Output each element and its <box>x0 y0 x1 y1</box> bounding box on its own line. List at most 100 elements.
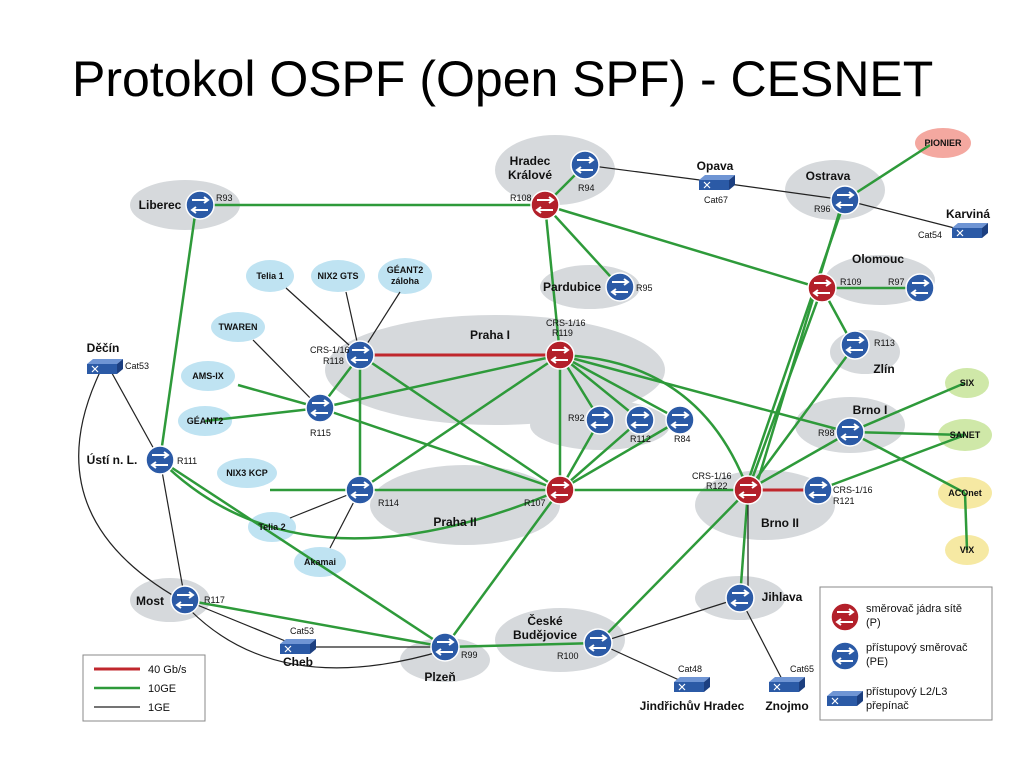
slide-title: Protokol OSPF (Open SPF) - CESNET <box>72 51 934 107</box>
router-pe <box>570 150 600 180</box>
label-brno2: Brno II <box>761 516 799 530</box>
label-six: SIX <box>960 378 975 388</box>
label-nix3kcp: NIX3 KCP <box>226 468 268 478</box>
label-telia1: Telia 1 <box>256 271 283 281</box>
router-pe <box>583 628 613 658</box>
label-praha1: Praha I <box>470 328 510 342</box>
router-pe <box>830 185 860 215</box>
label-r122: R122 <box>706 481 728 491</box>
label-crs-r119: CRS-1/16 <box>546 318 586 328</box>
label-r108: R108 <box>510 193 532 203</box>
label-pardubice: Pardubice <box>543 280 601 294</box>
router-pe <box>665 405 695 435</box>
label-nix2gts: NIX2 GTS <box>317 271 358 281</box>
label-jindrichuv: Jindřichův Hradec <box>640 699 745 713</box>
switch-icon <box>673 676 711 693</box>
switch-icon <box>768 676 806 693</box>
switch-icon <box>86 358 124 375</box>
legend-switch-icon <box>826 690 864 707</box>
legend-10ge: 10GE <box>148 683 176 695</box>
label-r107: R107 <box>524 498 546 508</box>
device-labels: R93 R94 R108 Cat67 R96 Cat54 R109 R97 R9… <box>125 183 942 674</box>
switch-icon <box>951 222 989 239</box>
label-most: Most <box>136 594 164 608</box>
label-olomouc: Olomouc <box>852 252 904 266</box>
label-aconet: ACOnet <box>948 488 982 498</box>
label-cat53-decin: Cat53 <box>125 361 149 371</box>
site-clouds <box>130 135 935 682</box>
label-cat48: Cat48 <box>678 664 702 674</box>
label-sanet: SANET <box>950 430 981 440</box>
label-plzen: Plzeň <box>424 670 455 684</box>
legend-sw-line1: přístupový L2/L3 <box>866 686 947 698</box>
router-pe <box>305 393 335 423</box>
router-pe <box>725 583 755 613</box>
label-vix: VIX <box>960 545 975 555</box>
router-p <box>733 475 763 505</box>
link-legend: 40 Gb/s 10GE 1GE <box>82 654 206 722</box>
label-hradec: Hradec <box>510 154 551 168</box>
label-opava: Opava <box>697 159 734 173</box>
label-crs-r122: CRS-1/16 <box>692 471 732 481</box>
label-crs-r121: CRS-1/16 <box>833 485 873 495</box>
label-brno1: Brno I <box>853 403 888 417</box>
label-r92: R92 <box>568 413 585 423</box>
label-decin: Děčín <box>87 341 120 355</box>
label-ceske: České <box>527 613 563 628</box>
peer-labels: PIONIER Telia 1 NIX2 GTS GÉANT2 záloha T… <box>187 138 982 567</box>
label-cat65: Cat65 <box>790 664 814 674</box>
label-ostrava: Ostrava <box>806 169 851 183</box>
label-kralove: Králové <box>508 168 552 182</box>
label-r97: R97 <box>888 277 905 287</box>
label-amsix: AMS-IX <box>192 371 224 381</box>
router-pe <box>145 445 175 475</box>
label-r95: R95 <box>636 283 653 293</box>
label-r113: R113 <box>874 338 895 348</box>
switch-icon <box>279 638 317 655</box>
label-r119: R119 <box>552 328 573 338</box>
label-r114: R114 <box>378 498 399 508</box>
router-pe <box>803 475 833 505</box>
label-jihlava: Jihlava <box>762 590 803 604</box>
label-geant2-zaloha: GÉANT2 <box>387 265 424 275</box>
label-znojmo: Znojmo <box>765 699 808 713</box>
legend-40g: 40 Gb/s <box>148 664 187 676</box>
legend-p-line1: směrovač jádra sítě <box>866 603 962 615</box>
label-r96: R96 <box>814 204 831 214</box>
router-p <box>545 475 575 505</box>
links-1ge <box>78 164 971 686</box>
legend-router-pe-icon <box>830 641 860 671</box>
legend-sw-line2: přepínač <box>866 700 909 712</box>
router-p <box>545 340 575 370</box>
router-p <box>530 190 560 220</box>
label-karvina: Karviná <box>946 207 990 221</box>
label-r99: R99 <box>461 650 478 660</box>
label-akamai: Akamai <box>304 557 336 567</box>
router-pe <box>345 475 375 505</box>
router-pe <box>840 330 870 360</box>
label-telia2: Telia 2 <box>258 522 285 532</box>
device-legend: směrovač jádra sítě (P) přístupový směro… <box>819 586 993 721</box>
label-pionier: PIONIER <box>924 138 962 148</box>
label-praha2: Praha II <box>433 515 476 529</box>
label-r111: R111 <box>177 456 197 466</box>
router-pe <box>430 632 460 662</box>
router-pe <box>605 272 635 302</box>
label-cheb: Cheb <box>283 655 313 669</box>
label-r93: R93 <box>216 193 233 203</box>
router-pe <box>625 405 655 435</box>
legend-router-p-icon <box>830 602 860 632</box>
label-r112: R112 <box>630 434 651 444</box>
legend-pe-line2: (PE) <box>866 656 888 668</box>
router-pe <box>170 585 200 615</box>
peer-clouds <box>178 128 992 577</box>
label-r118: R118 <box>323 356 344 366</box>
label-geant2: GÉANT2 <box>187 416 224 426</box>
label-r84: R84 <box>674 434 691 444</box>
label-usti: Ústí n. L. <box>87 452 138 467</box>
label-cat53-cheb: Cat53 <box>290 626 314 636</box>
label-cat67: Cat67 <box>704 195 728 205</box>
label-zlin: Zlín <box>873 362 894 376</box>
label-r94: R94 <box>578 183 595 193</box>
